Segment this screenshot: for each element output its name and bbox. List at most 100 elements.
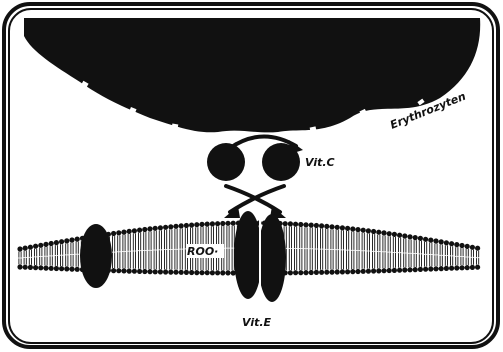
- lipid-head-inner: [402, 267, 407, 272]
- lipid-head-outer: [17, 246, 22, 251]
- lipid-head-outer: [423, 237, 428, 242]
- lipid-head-inner: [293, 270, 298, 275]
- lipid-head-inner: [413, 267, 418, 272]
- lipid-head-outer: [231, 221, 236, 226]
- lipid-head-outer: [194, 222, 199, 227]
- lipid-head-inner: [142, 269, 147, 274]
- lipid-head-outer: [153, 226, 158, 231]
- lipid-head-outer: [38, 243, 43, 248]
- lipid-head-outer: [319, 223, 324, 228]
- lipid-head-inner: [449, 266, 454, 271]
- lipid-head-outer: [220, 221, 225, 226]
- lipid-head-inner: [397, 268, 402, 273]
- lipid-head-inner: [444, 266, 449, 271]
- lipid-head-inner: [340, 269, 345, 274]
- lipid-head-inner: [355, 269, 360, 274]
- lipid-head-inner: [158, 269, 163, 274]
- lipid-head-outer: [199, 222, 204, 227]
- lipid-head-outer: [371, 229, 376, 234]
- lipid-head-outer: [459, 243, 464, 248]
- lipid-head-inner: [132, 269, 137, 274]
- lipid-head-inner: [298, 270, 303, 275]
- lipid-head-outer: [283, 221, 288, 226]
- lipid-head-outer: [173, 224, 178, 229]
- lipid-head-inner: [439, 266, 444, 271]
- lipid-head-inner: [319, 270, 324, 275]
- lipid-head-inner: [127, 269, 132, 274]
- lipid-head-outer: [137, 228, 142, 233]
- lipid-head-inner: [179, 270, 184, 275]
- lipid-head-outer: [350, 226, 355, 231]
- membrane-protein: [80, 224, 112, 288]
- lipid-head-inner: [324, 270, 329, 275]
- lipid-head-outer: [111, 231, 116, 236]
- lipid-head-inner: [433, 266, 438, 271]
- lipid-head-outer: [49, 241, 54, 246]
- lipid-head-inner: [69, 267, 74, 272]
- lipid-head-outer: [366, 228, 371, 233]
- lipid-head-inner: [225, 270, 230, 275]
- lipid-head-outer: [210, 221, 215, 226]
- vit-c-circle-left: [207, 143, 245, 181]
- lipid-head-outer: [439, 239, 444, 244]
- lipid-head-outer: [454, 242, 459, 247]
- lipid-head-inner: [121, 268, 126, 273]
- vit-e-label: Vit.E: [242, 316, 272, 329]
- lipid-head-outer: [189, 223, 194, 228]
- lipid-head-inner: [470, 265, 475, 270]
- lipid-head-inner: [205, 270, 210, 275]
- lipid-head-inner: [23, 265, 28, 270]
- lipid-head-outer: [402, 233, 407, 238]
- lipid-head-outer: [470, 245, 475, 250]
- lipid-head-outer: [465, 244, 470, 249]
- lipid-head-inner: [350, 269, 355, 274]
- lipid-head-inner: [418, 267, 423, 272]
- lipid-head-outer: [324, 224, 329, 229]
- lipid-head-outer: [54, 240, 59, 245]
- lipid-head-outer: [132, 228, 137, 233]
- lipid-head-outer: [335, 225, 340, 230]
- lipid-head-inner: [54, 266, 59, 271]
- lipid-head-outer: [340, 225, 345, 230]
- lipid-head-outer: [387, 231, 392, 236]
- lipid-head-outer: [43, 242, 48, 247]
- lipid-head-inner: [387, 268, 392, 273]
- lipid-head-inner: [288, 270, 293, 275]
- lipid-head-outer: [215, 221, 220, 226]
- lipid-head-inner: [59, 266, 64, 271]
- lipid-head-inner: [28, 265, 33, 270]
- lipid-head-outer: [288, 221, 293, 226]
- lipid-head-inner: [210, 270, 215, 275]
- lipid-head-inner: [366, 269, 371, 274]
- lipid-head-inner: [163, 269, 168, 274]
- lipid-head-inner: [381, 268, 386, 273]
- lipid-head-inner: [428, 266, 433, 271]
- lipid-head-inner: [475, 265, 480, 270]
- lipid-head-outer: [449, 241, 454, 246]
- lipid-head-outer: [23, 246, 28, 251]
- lipid-head-inner: [111, 268, 116, 273]
- lipid-head-outer: [225, 221, 230, 226]
- lipid-head-inner: [423, 267, 428, 272]
- vit-e-molecule-left: [234, 211, 262, 299]
- lipid-head-inner: [184, 270, 189, 275]
- lipid-head-inner: [199, 270, 204, 275]
- lipid-head-outer: [64, 238, 69, 243]
- lipid-head-outer: [376, 230, 381, 235]
- lipid-head-outer: [127, 229, 132, 234]
- lipid-head-inner: [75, 267, 80, 272]
- lipid-head-inner: [189, 270, 194, 275]
- lipid-head-outer: [392, 232, 397, 237]
- vit-c-circle-right: [262, 143, 300, 181]
- lipid-head-inner: [454, 265, 459, 270]
- lipid-head-inner: [303, 270, 308, 275]
- lipid-head-inner: [64, 266, 69, 271]
- lipid-head-outer: [168, 224, 173, 229]
- lipid-head-inner: [376, 268, 381, 273]
- lipid-head-outer: [59, 239, 64, 244]
- lipid-head-outer: [116, 230, 121, 235]
- lipid-head-inner: [215, 270, 220, 275]
- lipid-head-outer: [381, 230, 386, 235]
- lipid-head-inner: [407, 267, 412, 272]
